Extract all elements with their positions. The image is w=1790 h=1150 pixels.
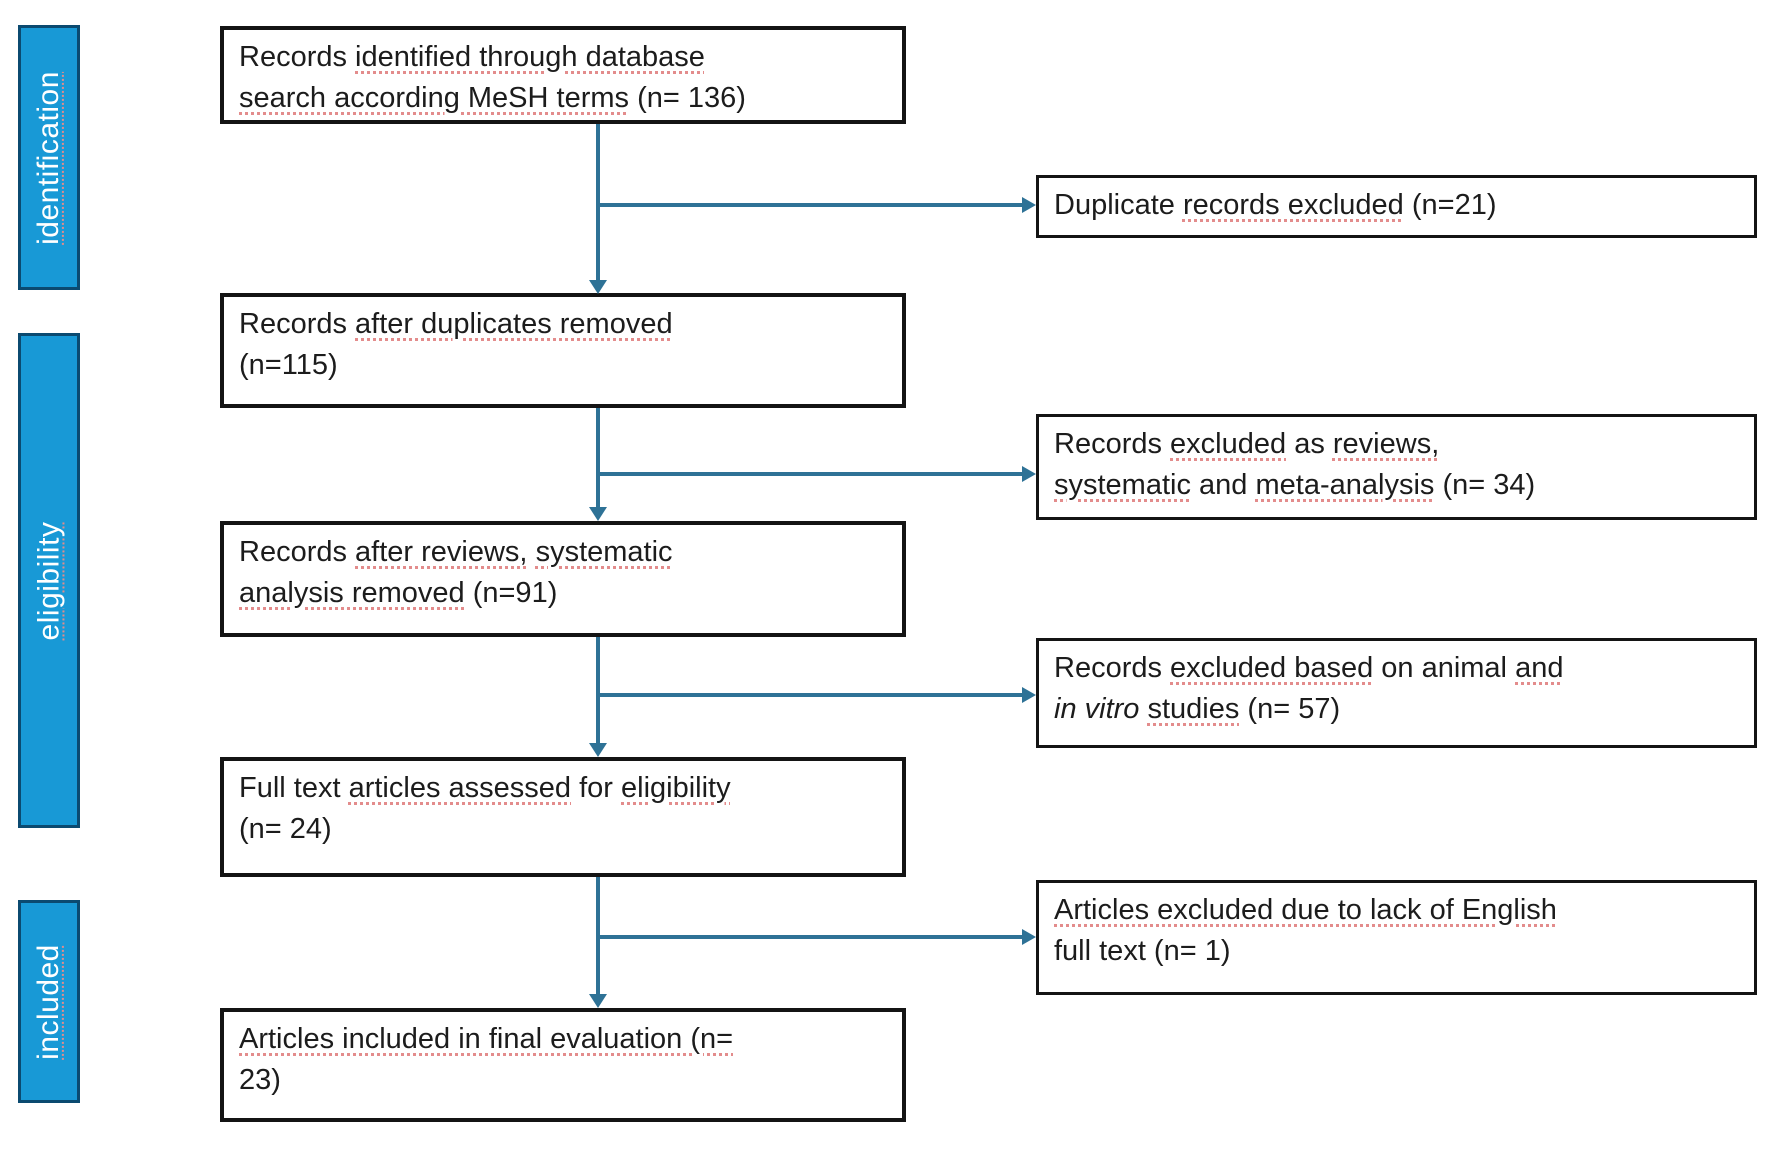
box-text-segment: in vitro: [1054, 693, 1140, 725]
connector-4-arrowhead-down-icon: [589, 994, 607, 1008]
stage-label-identification: identification: [32, 70, 65, 245]
box-text-segment: Duplicate: [1054, 189, 1183, 221]
box-text-segment: (n= 57): [1239, 693, 1341, 725]
box-text-segment: and: [1515, 652, 1564, 684]
connector-3-branch-line: [600, 693, 1022, 697]
box-text-segment: after reviews,: [355, 536, 528, 568]
box-text-segment: after duplicates removed: [355, 308, 673, 340]
box-text-segment: eligibility: [621, 772, 731, 804]
box-text-segment: meta-analysis: [1255, 469, 1435, 501]
connector-4-line: [596, 877, 600, 995]
box-text-segment: 23): [239, 1064, 281, 1096]
connector-2-arrowhead-down-icon: [589, 507, 607, 521]
box-text-segment: (n= 24): [239, 813, 332, 845]
box-text-segment: Articles included in final evaluation (n…: [239, 1023, 734, 1055]
box-text-segment: Records: [1054, 428, 1171, 460]
connector-4-branch-line: [600, 935, 1022, 939]
connector-2-branch-line: [600, 472, 1022, 476]
box-text-segment: as: [1286, 428, 1333, 460]
box-animal-invitro-excluded: Records excluded based on animal and in v…: [1036, 638, 1757, 748]
box-no-english-excluded: Articles excluded due to lack of English…: [1036, 880, 1757, 995]
box-records-after-reviews: Records after reviews, systematic analysi…: [220, 521, 906, 637]
box-text-segment: for: [571, 772, 621, 804]
box-text-segment: articles assessed: [348, 772, 572, 804]
box-articles-included: Articles included in final evaluation (n…: [220, 1008, 906, 1122]
connector-3-arrowhead-down-icon: [589, 743, 607, 757]
connector-4-arrowhead-right-icon: [1022, 929, 1036, 945]
box-text-segment: records excluded: [1182, 189, 1404, 221]
box-duplicates-excluded: Duplicate records excluded (n=21): [1036, 175, 1757, 238]
connector-3-arrowhead-right-icon: [1022, 687, 1036, 703]
connector-2-line: [596, 408, 600, 508]
box-text-segment: (n=21): [1403, 189, 1497, 221]
connector-1-line: [596, 124, 600, 280]
box-text-segment: excluded based: [1170, 652, 1374, 684]
connector-1-arrowhead-right-icon: [1022, 197, 1036, 213]
box-text-segment: (n= 34): [1434, 469, 1536, 501]
box-text-segment: analysis removed: [239, 577, 465, 609]
stage-band-included: included: [18, 900, 80, 1103]
box-text-segment: systematic: [1054, 469, 1191, 501]
box-text-segment: Full text: [239, 772, 349, 804]
box-reviews-meta-excluded: Records excluded as reviews, systematic a…: [1036, 414, 1757, 520]
box-text-segment: Records: [239, 41, 356, 73]
stage-band-eligibility: eligibility: [18, 333, 80, 828]
box-text-segment: Records: [239, 536, 356, 568]
box-text-segment: Records: [1054, 652, 1171, 684]
box-text-segment: on animal: [1373, 652, 1516, 684]
box-text-segment: search according MeSH terms: [239, 82, 630, 114]
connector-3-line: [596, 637, 600, 744]
connector-1-arrowhead-down-icon: [589, 280, 607, 294]
stage-label-included: included: [32, 943, 66, 1060]
box-text-segment: and: [1190, 469, 1256, 501]
box-text-segment: (n=91): [464, 577, 558, 609]
box-text-segment: Records: [239, 308, 356, 340]
box-text-segment: identified through database: [355, 41, 705, 73]
box-text-segment: (n= 136): [629, 82, 746, 114]
connector-2-arrowhead-right-icon: [1022, 466, 1036, 482]
stage-label-eligibility: eligibility: [32, 521, 66, 640]
box-records-after-duplicates: Records after duplicates removed (n=115): [220, 293, 906, 408]
box-text-segment: systematic: [535, 536, 673, 568]
box-text-segment: Articles excluded due to lack of English: [1054, 894, 1557, 926]
stage-band-identification: identification: [18, 25, 80, 290]
box-text-segment: excluded: [1170, 428, 1287, 460]
box-text-segment: reviews,: [1332, 428, 1440, 460]
box-text-segment: [528, 536, 536, 568]
box-records-identified: Records identified through database searc…: [220, 26, 906, 124]
box-text-segment: full text (n= 1): [1054, 935, 1231, 967]
connector-1-branch-line: [600, 203, 1022, 207]
box-full-text-assessed: Full text articles assessed for eligibil…: [220, 757, 906, 877]
box-text-segment: (n=115): [239, 349, 338, 381]
box-text-segment: studies: [1147, 693, 1240, 725]
